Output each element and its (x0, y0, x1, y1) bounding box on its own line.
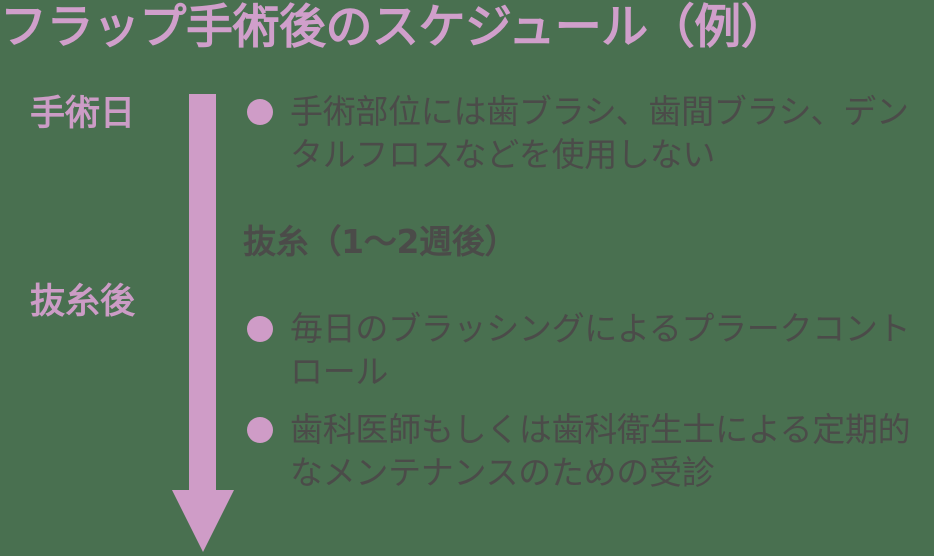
page-title: フラップ手術後のスケジュール（例） (0, 0, 788, 55)
spacer (243, 176, 923, 220)
filled-circle-bullet-icon (247, 316, 273, 342)
timeline-stage-label-after-suture-removal: 抜糸後 (30, 282, 136, 322)
section-heading-suture-removal: 抜糸（1〜2週後） (243, 222, 518, 261)
filled-circle-bullet-icon (247, 99, 273, 125)
arrow-head (172, 490, 234, 552)
list-item: 毎日のブラッシングによるプラークコントロール (243, 307, 923, 393)
spacer (243, 393, 923, 408)
list-item-label: 手術部位には歯ブラシ、歯間ブラシ、デンタルフロスなどを使用しない (290, 92, 909, 174)
schedule-content-column: 手術部位には歯ブラシ、歯間ブラシ、デンタルフロスなどを使用しない 抜糸（1〜2週… (243, 90, 923, 494)
list-item: 手術部位には歯ブラシ、歯間ブラシ、デンタルフロスなどを使用しない (243, 90, 923, 176)
filled-circle-bullet-icon (247, 417, 273, 443)
list-item-label: 毎日のブラッシングによるプラークコントロール (290, 309, 911, 391)
timeline-stage-label-surgery-day: 手術日 (30, 94, 136, 134)
spacer (243, 263, 923, 307)
list-item: 歯科医師もしくは歯科衛生士による定期的なメンテナンスのための受診 (243, 408, 923, 494)
list-item-label: 歯科医師もしくは歯科衛生士による定期的なメンテナンスのための受診 (290, 410, 911, 492)
down-arrow-icon (172, 94, 234, 552)
arrow-shaft (189, 94, 216, 492)
